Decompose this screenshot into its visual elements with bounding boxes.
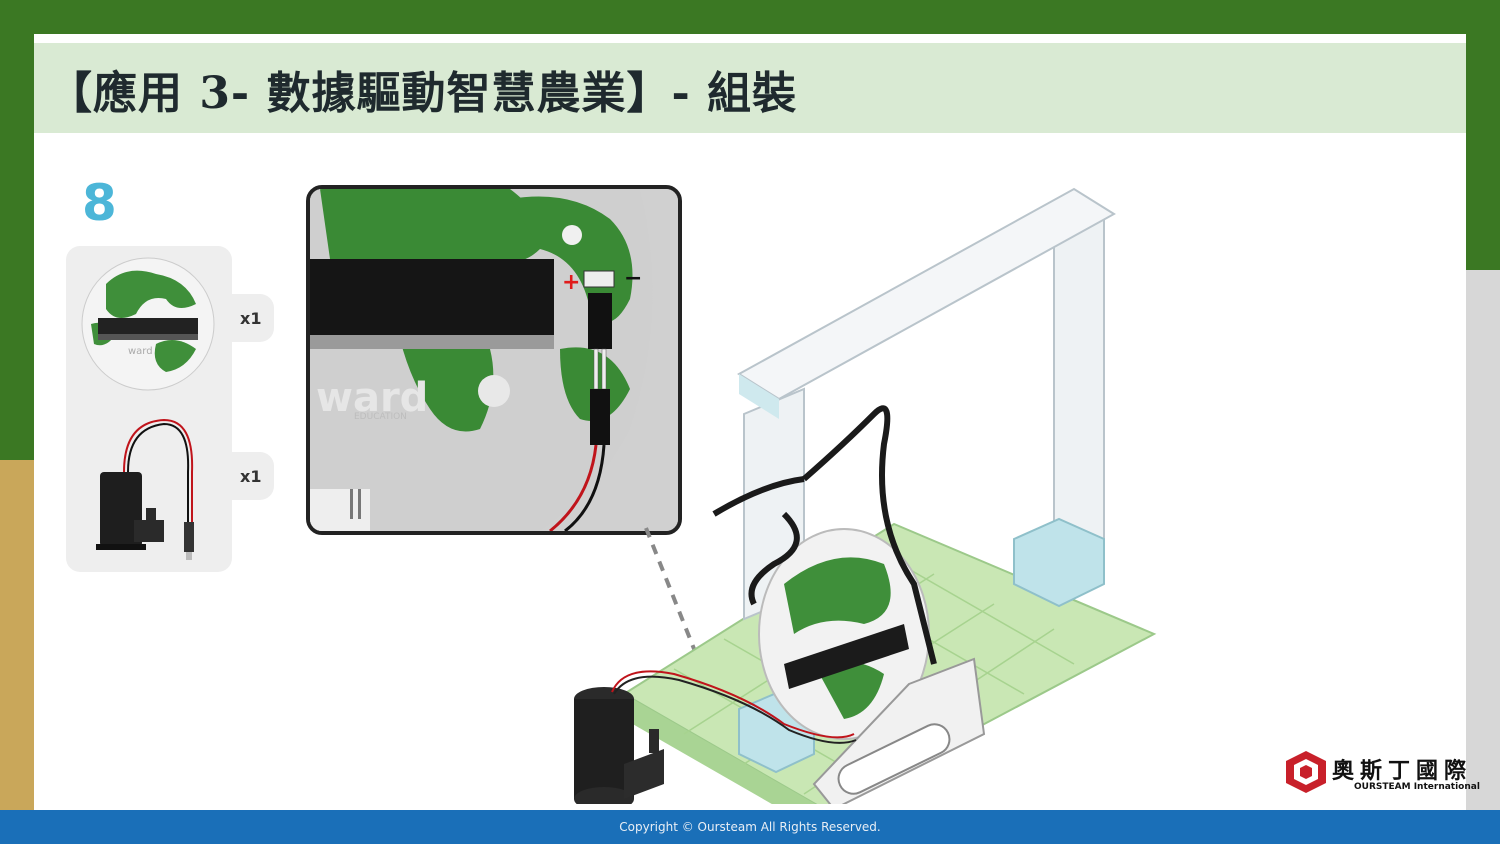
qty-label-board: x1 bbox=[240, 309, 262, 328]
qty-tab-pump bbox=[230, 452, 274, 500]
zoom-detail-box: ward EDUCATION + − bbox=[306, 185, 682, 535]
logo-cube-icon bbox=[1286, 751, 1326, 793]
zoom-detail-illustration: ward EDUCATION + − bbox=[310, 189, 678, 531]
minus-sign: − bbox=[624, 266, 642, 291]
logo-chinese-name: 奧斯丁國際 bbox=[1332, 759, 1473, 784]
expansion-board-image: ward bbox=[81, 257, 215, 391]
assembly-illustration bbox=[574, 187, 1157, 804]
company-logo: 奧斯丁國際 OURSTEAM International bbox=[1284, 749, 1480, 799]
zoom-brand-text: ward bbox=[316, 375, 428, 421]
zoom-brand-subtext: EDUCATION bbox=[354, 412, 407, 422]
qty-label-pump: x1 bbox=[240, 467, 262, 486]
plus-sign: + bbox=[562, 270, 580, 295]
logo-english-name: OURSTEAM International bbox=[1354, 782, 1480, 792]
title-bar: 【應用 3- 數據驅動智慧農業】- 組裝 bbox=[34, 43, 1466, 133]
step-number: 8 bbox=[82, 174, 117, 232]
background-grey-accent bbox=[1460, 270, 1500, 830]
slide-title: 【應用 3- 數據驅動智慧農業】- 組裝 bbox=[48, 68, 798, 119]
qty-tab-board bbox=[230, 294, 274, 342]
water-pump-image bbox=[96, 418, 194, 560]
footer-bar: Copyright © Oursteam All Rights Reserved… bbox=[0, 810, 1500, 844]
copyright-text: Copyright © Oursteam All Rights Reserved… bbox=[619, 820, 881, 834]
svg-text:ward: ward bbox=[128, 346, 153, 357]
slide-canvas: 【應用 3- 數據驅動智慧農業】- 組裝 8 x1 x1 ward bbox=[34, 34, 1480, 810]
